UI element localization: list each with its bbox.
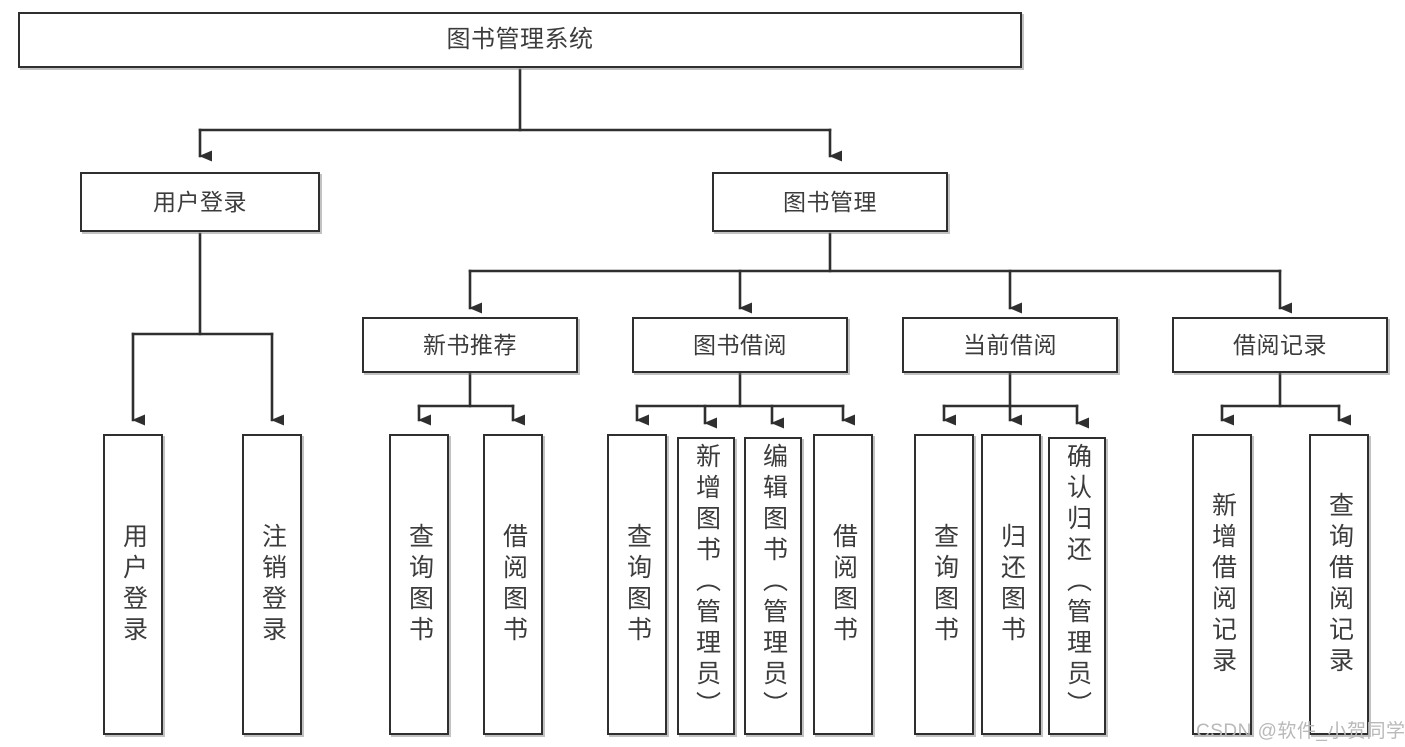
leaf-borrow-book[interactable]: 借阅图书	[813, 434, 873, 735]
node-book-borrow[interactable]: 图书借阅	[632, 317, 848, 373]
node-label: 新书推荐	[423, 331, 517, 358]
leaf-confirm-return-admin[interactable]: 确认归还（管理员）	[1048, 437, 1106, 735]
node-current-borrow[interactable]: 当前借阅	[902, 317, 1118, 373]
node-label: 借阅图书	[499, 522, 528, 647]
node-label: 查询图书	[405, 522, 434, 647]
node-label: 新增借阅记录	[1208, 491, 1237, 678]
node-label: 查询借阅记录	[1325, 491, 1354, 678]
node-label: 借阅记录	[1233, 331, 1327, 358]
node-label: 图书管理系统	[446, 26, 594, 54]
node-label: 编辑图书（管理员）	[759, 443, 788, 722]
node-label: 当前借阅	[963, 331, 1057, 358]
node-book-management[interactable]: 图书管理	[712, 172, 948, 232]
leaf-query-book-recommend[interactable]: 查询图书	[389, 434, 449, 735]
leaf-add-borrow-record[interactable]: 新增借阅记录	[1192, 434, 1252, 735]
node-label: 归还图书	[997, 522, 1026, 647]
leaf-query-borrow-record[interactable]: 查询借阅记录	[1309, 434, 1369, 735]
leaf-query-book-current[interactable]: 查询图书	[914, 434, 974, 735]
node-new-book-recommend[interactable]: 新书推荐	[362, 317, 578, 373]
node-label: 用户登录	[153, 188, 247, 215]
node-label: 用户登录	[119, 522, 148, 647]
leaf-borrow-book-recommend[interactable]: 借阅图书	[483, 434, 543, 735]
node-label: 借阅图书	[829, 522, 858, 647]
node-label: 查询图书	[930, 522, 959, 647]
leaf-query-book-borrow[interactable]: 查询图书	[607, 434, 667, 735]
leaf-add-book-admin[interactable]: 新增图书（管理员）	[677, 437, 735, 735]
node-label: 新增图书（管理员）	[692, 443, 721, 722]
node-label: 图书管理	[783, 188, 877, 215]
leaf-user-login[interactable]: 用户登录	[103, 434, 163, 735]
node-label: 注销登录	[258, 522, 287, 647]
node-user-login[interactable]: 用户登录	[80, 172, 320, 232]
node-label: 查询图书	[623, 522, 652, 647]
leaf-logout-login[interactable]: 注销登录	[242, 434, 302, 735]
leaf-return-book[interactable]: 归还图书	[981, 434, 1041, 735]
node-label: 图书借阅	[693, 331, 787, 358]
leaf-edit-book-admin[interactable]: 编辑图书（管理员）	[744, 437, 802, 735]
node-borrow-record[interactable]: 借阅记录	[1172, 317, 1388, 373]
node-root-book-management-system[interactable]: 图书管理系统	[18, 12, 1022, 68]
watermark-text: CSDN @软件_小贺同学	[1196, 721, 1405, 742]
node-label: 确认归还（管理员）	[1063, 443, 1092, 722]
